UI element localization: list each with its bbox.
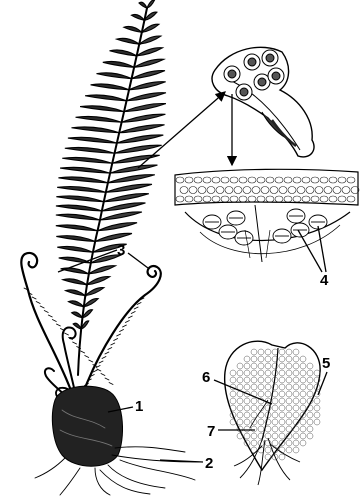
leaflet	[97, 73, 132, 79]
leaflet	[106, 184, 152, 192]
leaflet	[80, 106, 124, 112]
leaflet	[60, 167, 110, 173]
leaflet	[127, 93, 166, 101]
leaflet	[102, 203, 146, 211]
label-6: 6	[202, 370, 210, 385]
leaflet	[95, 233, 132, 241]
sorus-center	[266, 54, 274, 62]
leaflet	[117, 38, 140, 44]
leaflet	[147, 0, 155, 8]
leaflet	[56, 196, 103, 202]
leaflet	[68, 137, 117, 143]
label-1: 1	[135, 399, 143, 414]
pinnule-illustration	[212, 47, 314, 157]
label-2: 2	[205, 456, 213, 471]
leaflet	[142, 24, 159, 32]
leaflet	[84, 299, 99, 307]
leaflet	[58, 177, 107, 183]
leaflet	[97, 223, 137, 231]
fern-plant	[21, 0, 200, 495]
leaflet	[56, 214, 100, 220]
leaflet	[104, 194, 149, 202]
leaflet	[65, 147, 115, 153]
leaflet	[137, 48, 163, 56]
leaflet	[124, 26, 142, 32]
sorus-center	[272, 72, 280, 80]
leaflet	[100, 212, 142, 220]
leaflet	[56, 236, 95, 242]
leaflet	[122, 114, 166, 122]
sorus-center	[228, 70, 236, 78]
leaflet	[124, 103, 166, 111]
leaflet	[108, 175, 155, 183]
arrow-frond-to-pinnule	[138, 92, 225, 168]
leaflet	[110, 50, 137, 56]
leaflet	[117, 135, 163, 143]
label-3: 3	[117, 243, 125, 258]
leaflet	[73, 323, 81, 329]
leaflet	[76, 116, 122, 122]
leaflet	[71, 127, 119, 133]
leaflet	[131, 14, 144, 20]
leaflet	[132, 71, 165, 79]
leaflet	[91, 84, 129, 90]
sorus-section	[175, 169, 359, 262]
label-5: 5	[322, 356, 330, 371]
leaflet	[65, 290, 85, 296]
sorus-center	[240, 88, 248, 96]
leader-4a	[298, 230, 322, 272]
fiddlehead-left	[21, 253, 70, 388]
label-7: 7	[207, 424, 215, 439]
leaflet	[62, 157, 112, 163]
leaflet	[68, 301, 83, 307]
leader-4b	[318, 226, 326, 272]
fiddlehead-middle	[63, 328, 76, 392]
leader-3b	[128, 253, 148, 268]
leaflet	[112, 155, 159, 163]
leaflet	[56, 225, 98, 231]
leaflet	[85, 95, 126, 101]
leaflet	[139, 36, 161, 44]
leaflet	[139, 2, 147, 8]
leaflet	[110, 165, 157, 173]
leaflet	[134, 59, 164, 67]
leaflet	[72, 312, 83, 318]
leaflet	[103, 61, 134, 67]
label-4: 4	[320, 273, 328, 288]
sorus-center	[258, 78, 266, 86]
leaflet	[89, 266, 116, 274]
leaflet	[87, 277, 110, 285]
rhizome	[52, 386, 122, 466]
leaflet	[115, 145, 162, 153]
sorus-center	[248, 58, 256, 66]
leaflet	[85, 288, 104, 296]
prothallus-illustration	[225, 341, 320, 485]
leaflet	[119, 125, 164, 133]
leaflet	[129, 82, 166, 90]
leaflet	[57, 246, 93, 252]
leaflet	[63, 279, 87, 285]
leaflet	[56, 205, 102, 211]
leaflet	[57, 187, 106, 193]
frond-leaflets	[56, 0, 166, 329]
